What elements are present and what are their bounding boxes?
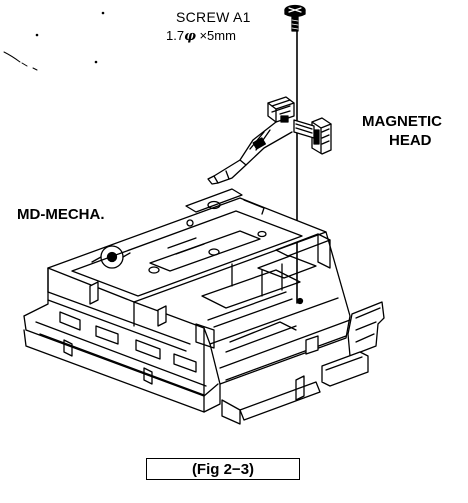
screw-length: ×5mm — [199, 28, 235, 43]
md-mechanism-icon — [24, 189, 384, 424]
phi-symbol: φ — [184, 29, 196, 44]
magnetic-head-label-line2: HEAD — [389, 132, 432, 149]
magnetic-head-label-line1: MAGNETIC — [362, 113, 442, 130]
scan-specks — [4, 12, 104, 70]
magnetic-head-icon — [208, 97, 331, 184]
md-mecha-label: MD-MECHA. — [17, 206, 105, 223]
screw-icon — [285, 6, 305, 32]
screw-spec-label: 1.7φ ×5mm — [166, 29, 236, 45]
screw-diameter: 1.7 — [166, 28, 184, 43]
screw-label: SCREW A1 — [176, 9, 251, 25]
figure-caption: (Fig 2−3) — [146, 458, 300, 480]
